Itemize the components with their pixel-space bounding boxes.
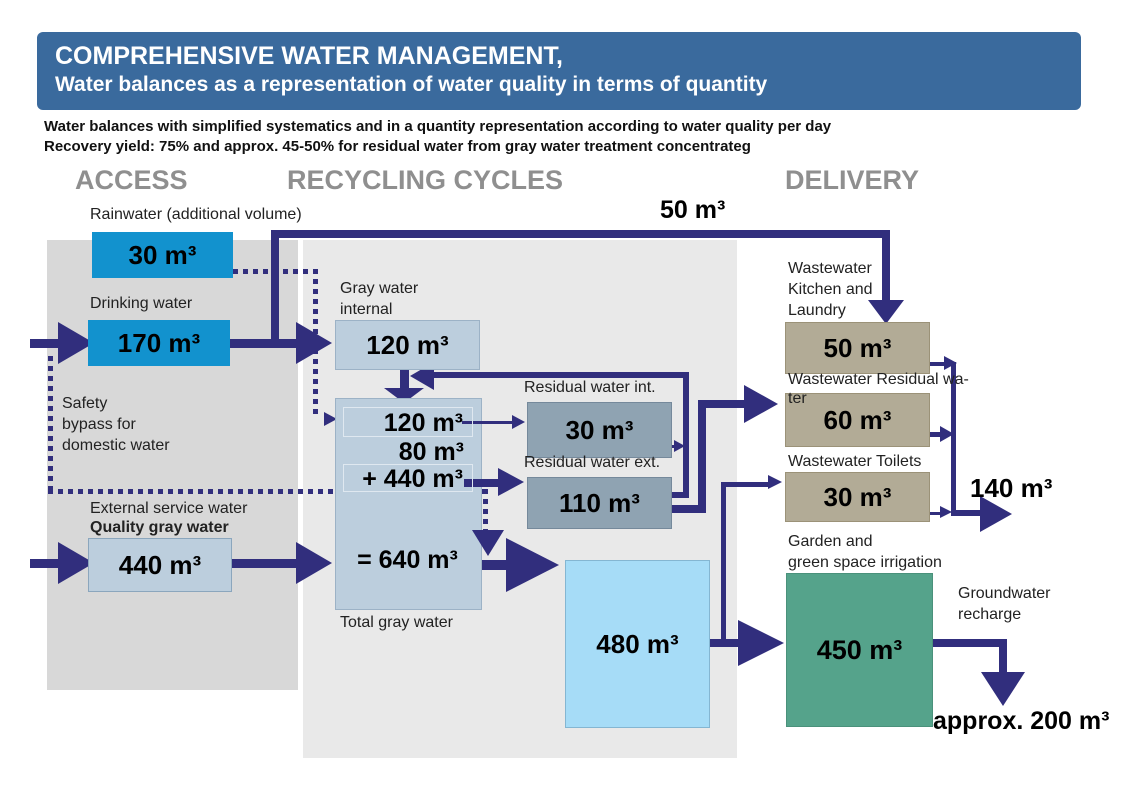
sewer-total-label: 140 m³	[970, 473, 1053, 503]
sewer-out-line	[951, 510, 982, 516]
ww-residual-out-line	[928, 432, 944, 437]
ww-toilets-out-line	[928, 512, 944, 515]
to-residual-int-arrowhead	[512, 415, 525, 429]
column-header-delivery: DELIVERY	[785, 165, 920, 195]
groundwater-down-arrowhead	[981, 672, 1025, 706]
to-residual-ext-arrowhead	[498, 468, 524, 496]
title-banner: COMPREHENSIVE WATER MANAGEMENT, Water ba…	[37, 32, 1081, 110]
residual-ext-to-ww-line	[698, 400, 746, 408]
external-to-total-line	[230, 559, 302, 568]
garden-box: 450 m³	[786, 573, 933, 727]
garden-out-line	[931, 639, 1007, 647]
gray-internal-label: Gray water internal	[340, 280, 419, 318]
gray-total-box	[335, 398, 482, 610]
bypass-dotted-line-h	[48, 489, 488, 494]
bypass-dotted-line-v2	[483, 489, 488, 530]
subtitle-line1: Water balances with simplified systemati…	[44, 118, 832, 135]
residual-int-out-arrowhead	[674, 440, 685, 452]
residual-ext-out-line	[670, 505, 706, 513]
groundwater-label: Groundwater recharge	[958, 585, 1051, 623]
bypass-dotted-line-v1	[48, 356, 53, 492]
gray-internal-box: 120 m³	[335, 320, 480, 370]
treated-to-toilets-vline	[721, 484, 726, 643]
recovered-flow-label: 50 m³	[660, 196, 726, 224]
ww-kitchen-box: 50 m³	[785, 322, 930, 374]
subtitle-line2: Recovery yield: 75% and approx. 45-50% f…	[44, 138, 751, 155]
ww-residual-out-arrowhead	[940, 426, 954, 442]
groundwater-value: approx. 200 m³	[933, 707, 1110, 735]
residual-int-out-line	[670, 445, 676, 448]
drinking-to-gray-line	[230, 339, 302, 348]
treated-to-garden-arrowhead	[738, 620, 784, 666]
ww-residual-label: Wastewater Residual wa- ter	[788, 371, 969, 407]
recycle-return-line	[432, 372, 688, 378]
residual-ext-label: Residual water ext.	[524, 454, 661, 471]
gray-internal-down-line	[400, 368, 409, 390]
to-residual-int-line	[462, 421, 514, 424]
rainwater-box: 30 m³	[92, 232, 233, 278]
recovered-riser-line	[271, 230, 279, 343]
ww-kitchen-label: Wastewater Kitchen and Laundry	[788, 260, 873, 319]
gray-total-caption: Total gray water	[340, 614, 453, 631]
treated-water-box: 480 m³	[565, 560, 710, 728]
gray-total-row-external: + 440 m³	[343, 464, 473, 493]
rainwater-label: Rainwater (additional volume)	[90, 206, 302, 223]
recovered-down-arrowhead	[868, 300, 904, 324]
ww-toilets-out-arrowhead	[940, 506, 952, 518]
total-to-treated-line	[480, 560, 510, 570]
gray-total-row-internal: 120 m³	[343, 407, 473, 437]
residual-int-box: 30 m³	[527, 402, 672, 458]
treated-to-toilets-arrowhead	[768, 475, 782, 489]
treated-to-garden-line	[708, 639, 740, 647]
ww-toilets-label: Wastewater Toilets	[788, 453, 922, 470]
residual-int-label: Residual water int.	[524, 379, 656, 396]
external-label: External service water	[90, 500, 248, 517]
residual-ext-to-ww-arrowhead	[744, 385, 778, 423]
drinking-label: Drinking water	[90, 295, 193, 312]
title-line2: Water balances as a representation of wa…	[55, 73, 768, 96]
to-residual-ext-line	[464, 479, 502, 487]
drinking-to-gray-arrowhead	[296, 322, 332, 364]
column-header-access: ACCESS	[75, 165, 188, 195]
external-quality-label: Quality gray water	[90, 519, 229, 536]
treated-to-toilets-hline	[721, 482, 771, 487]
residual-ext-up-line	[698, 402, 706, 510]
recovered-top-line	[271, 230, 890, 238]
recycle-vertical-line	[683, 372, 689, 498]
external-inlet-line	[30, 559, 62, 568]
access-panel	[47, 240, 298, 690]
column-header-recycling: RECYCLING CYCLES	[287, 165, 564, 195]
external-box: 440 m³	[88, 538, 232, 592]
sewer-out-arrowhead	[980, 496, 1012, 532]
drinking-inlet-line	[30, 339, 62, 348]
bypass-down-arrowhead	[472, 530, 504, 556]
recovered-drop-line	[882, 230, 890, 302]
safety-bypass-label: Safety bypass for domestic water	[62, 395, 170, 454]
drinking-box: 170 m³	[88, 320, 230, 366]
ww-toilets-box: 30 m³	[785, 472, 930, 522]
garden-out-vline	[999, 639, 1007, 675]
residual-ext-recycle-stub	[670, 492, 685, 498]
residual-ext-box: 110 m³	[527, 477, 672, 529]
rainwater-dotted-arrowhead	[324, 412, 337, 426]
ww-kitchen-out-arrowhead	[944, 356, 957, 370]
ww-kitchen-out-line	[928, 362, 948, 366]
title-line1: COMPREHENSIVE WATER MANAGEMENT,	[55, 42, 563, 70]
gray-total-sum: = 640 m³	[357, 546, 458, 574]
total-to-treated-arrowhead	[506, 538, 559, 592]
garden-label: Garden and green space irrigation	[788, 533, 942, 571]
external-to-total-arrowhead	[296, 542, 332, 584]
ww-residual-box: 60 m³	[785, 393, 930, 447]
gray-total-row-recovered: 80 m³	[398, 438, 464, 466]
